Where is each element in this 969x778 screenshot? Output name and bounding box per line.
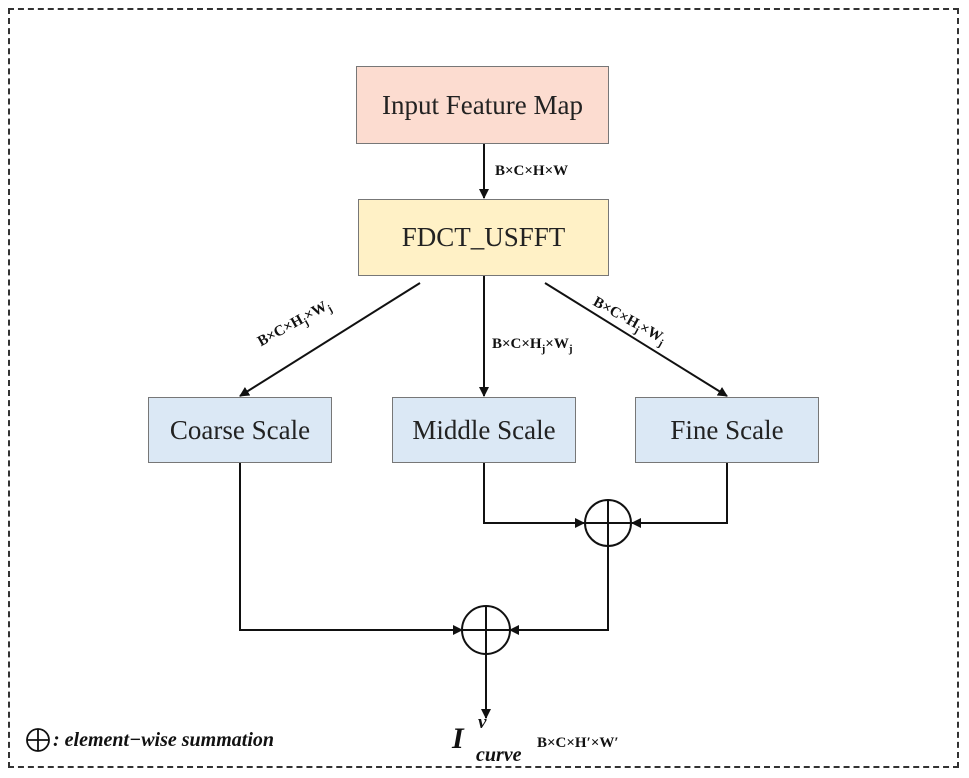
arrow-fdct-to-fine	[544, 282, 728, 397]
output-dims: B×C×H′×W′	[537, 735, 619, 751]
fdct-usfft-label: FDCT_USFFT	[401, 222, 566, 252]
legend: : element−wise summation	[25, 727, 274, 753]
dim-label-middle: B×C×Hj×Wj	[492, 336, 573, 355]
line-sum1-to-sum2	[509, 546, 609, 635]
fdct-usfft-box: FDCT_USFFT	[358, 199, 609, 276]
middle-scale-box: Middle Scale	[392, 397, 576, 463]
arrow-fdct-to-coarse	[239, 282, 421, 397]
legend-text: : element−wise summation	[53, 728, 275, 751]
line-middle-to-sum1	[483, 463, 585, 528]
middle-scale-label: Middle Scale	[412, 414, 556, 445]
fine-scale-box: Fine Scale	[635, 397, 819, 463]
input-feature-map-box: Input Feature Map	[356, 66, 609, 144]
sum2-circled-plus-icon	[461, 605, 511, 655]
input-feature-map-label: Input Feature Map	[382, 89, 583, 120]
line-fine-to-sum1	[631, 463, 728, 528]
sum1-circled-plus-icon	[584, 499, 632, 547]
circled-plus-icon	[26, 728, 50, 752]
fine-scale-label: Fine Scale	[670, 414, 784, 445]
line-coarse-to-sum2	[239, 463, 463, 635]
dashed-frame	[8, 8, 959, 768]
dim-label-input: B×C×H×W	[495, 163, 569, 179]
coarse-scale-box: Coarse Scale	[148, 397, 332, 463]
output-symbol: I v curve	[452, 712, 522, 766]
coarse-scale-label: Coarse Scale	[169, 414, 311, 445]
